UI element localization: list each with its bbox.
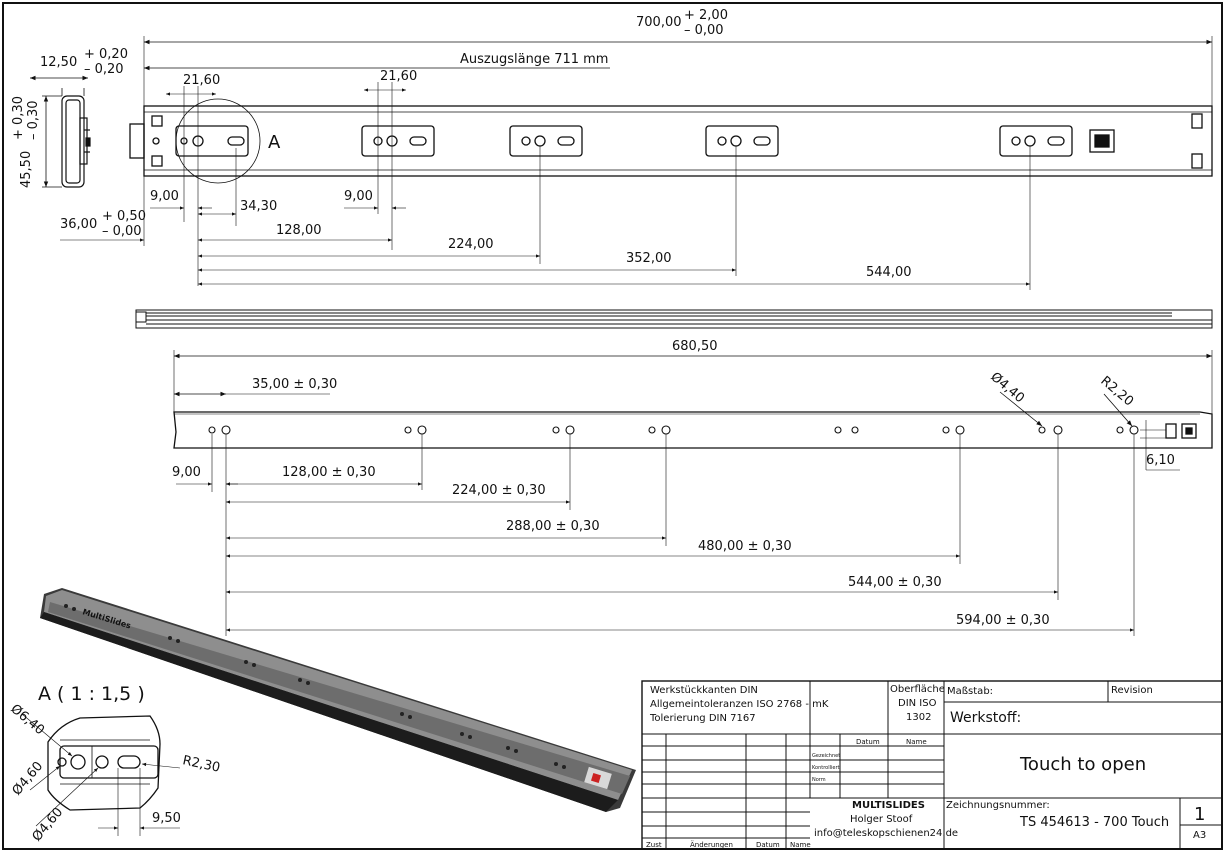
rail-length-dim: 680,50 (672, 339, 718, 354)
svg-text:Norm: Norm (812, 777, 826, 783)
drawing-title: Touch to open (1019, 754, 1146, 775)
svg-text:– 0,20: – 0,20 (84, 62, 124, 77)
detail-a-view (47, 715, 161, 811)
svg-text:+ 0,50: + 0,50 (102, 209, 146, 224)
svg-text:35,00 ± 0,30: 35,00 ± 0,30 (252, 377, 337, 392)
svg-text:21,60: 21,60 (380, 69, 417, 84)
svg-text:+ 0,30: + 0,30 (11, 96, 26, 140)
svg-text:9,00: 9,00 (172, 465, 201, 480)
svg-text:– 0,30: – 0,30 (26, 100, 41, 140)
svg-text:Holger Stoof: Holger Stoof (850, 814, 913, 825)
svg-text:544,00 ± 0,30: 544,00 ± 0,30 (848, 575, 942, 590)
svg-text:+ 0,20: + 0,20 (84, 47, 128, 62)
svg-text:Ø4,40: Ø4,40 (987, 370, 1027, 407)
svg-text:info@teleskopschienen24.de: info@teleskopschienen24.de (814, 828, 958, 839)
svg-text:– 0,00: – 0,00 (102, 224, 142, 239)
drawing-number: TS 454613 - 700 Touch (1019, 815, 1169, 830)
product-render: MultiSlides (40, 588, 636, 812)
svg-text:R2,20: R2,20 (1097, 374, 1136, 410)
svg-text:Maßstab:: Maßstab: (947, 686, 993, 697)
svg-text:Gezeichnet: Gezeichnet (812, 753, 840, 759)
detail-title: A ( 1 : 1,5 ) (38, 683, 145, 705)
svg-text:+ 2,00: + 2,00 (684, 8, 728, 23)
svg-text:Allgemeintoleranzen ISO 2768 -: Allgemeintoleranzen ISO 2768 - mK (650, 699, 829, 710)
svg-text:1: 1 (1194, 804, 1205, 825)
inner-rail-view (173, 411, 1213, 449)
height-dim: 45,50 (19, 151, 34, 188)
svg-text:A3: A3 (1193, 830, 1206, 841)
svg-text:Datum: Datum (856, 738, 880, 746)
extension-dim: Auszugslänge 711 mm (460, 52, 608, 67)
svg-text:34,30: 34,30 (240, 199, 277, 214)
svg-text:DIN ISO: DIN ISO (898, 698, 937, 709)
svg-text:288,00 ± 0,30: 288,00 ± 0,30 (506, 519, 600, 534)
svg-text:36,00: 36,00 (60, 217, 97, 232)
svg-text:1302: 1302 (906, 712, 931, 723)
svg-text:9,50: 9,50 (152, 811, 181, 826)
svg-text:Name: Name (790, 841, 811, 849)
svg-text:6,10: 6,10 (1146, 453, 1175, 468)
svg-text:Änderungen: Änderungen (690, 840, 733, 849)
svg-text:224,00: 224,00 (448, 237, 494, 252)
svg-text:544,00: 544,00 (866, 265, 912, 280)
svg-text:Ø4,60: Ø4,60 (10, 759, 47, 799)
total-length-dim: 700,00 (636, 15, 682, 30)
svg-text:Zeichnungsnummer:: Zeichnungsnummer: (946, 800, 1050, 811)
svg-text:Datum: Datum (756, 841, 780, 849)
svg-text:Tolerierung DIN 7167: Tolerierung DIN 7167 (649, 713, 756, 724)
svg-text:Kontrolliert: Kontrolliert (812, 765, 840, 771)
svg-text:352,00: 352,00 (626, 251, 672, 266)
svg-text:Oberfläche: Oberfläche (890, 684, 945, 695)
svg-text:– 0,00: – 0,00 (684, 23, 724, 38)
end-view (61, 95, 91, 188)
svg-text:Zust: Zust (646, 841, 662, 849)
width-dim: 12,50 (40, 55, 77, 70)
svg-text:9,00: 9,00 (150, 189, 179, 204)
svg-text:Ø6,40: Ø6,40 (7, 702, 47, 739)
svg-text:128,00: 128,00 (276, 223, 322, 238)
svg-text:Werkstückkanten DIN: Werkstückkanten DIN (650, 685, 758, 696)
svg-text:Name: Name (906, 738, 927, 746)
svg-text:R2,30: R2,30 (181, 753, 221, 776)
svg-text:224,00 ± 0,30: 224,00 ± 0,30 (452, 483, 546, 498)
top-rail-view (129, 98, 1213, 184)
svg-text:480,00 ± 0,30: 480,00 ± 0,30 (698, 539, 792, 554)
svg-text:Revision: Revision (1111, 685, 1153, 696)
svg-text:594,00 ± 0,30: 594,00 ± 0,30 (956, 613, 1050, 628)
svg-text:Werkstoff:: Werkstoff: (950, 710, 1021, 726)
svg-text:128,00 ± 0,30: 128,00 ± 0,30 (282, 465, 376, 480)
detail-marker: A (268, 132, 281, 153)
svg-text:Ø4,60: Ø4,60 (30, 805, 67, 845)
title-block (641, 680, 1223, 850)
svg-text:21,60: 21,60 (183, 73, 220, 88)
svg-text:9,00: 9,00 (344, 189, 373, 204)
side-profile-view (135, 309, 1213, 329)
svg-text:MULTISLIDES: MULTISLIDES (852, 800, 925, 811)
